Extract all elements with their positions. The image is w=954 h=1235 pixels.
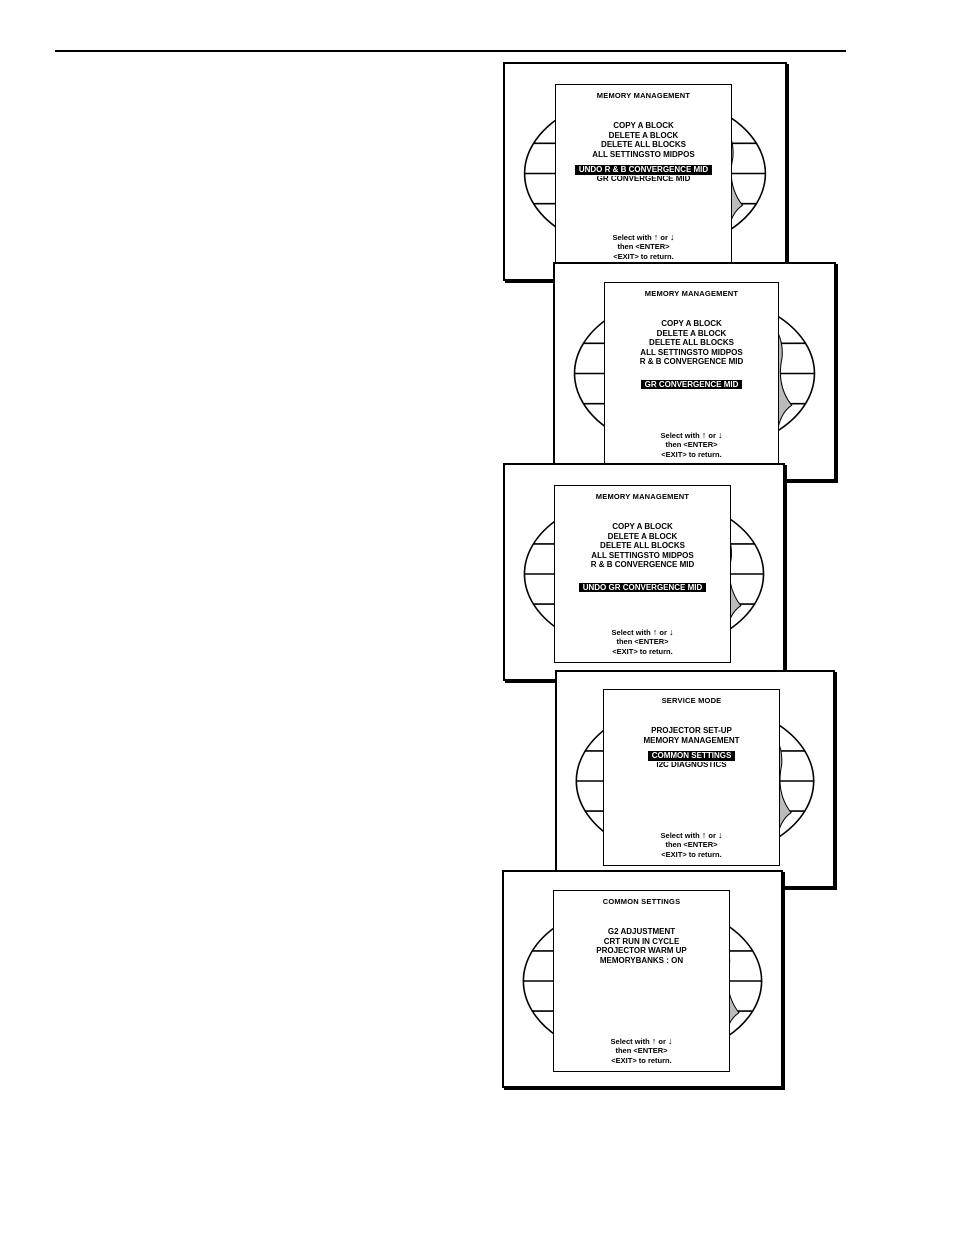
menu-item[interactable]: COPY A BLOCK bbox=[613, 121, 674, 130]
down-arrow-icon: ↓ bbox=[667, 1035, 673, 1046]
menu-item[interactable]: R & B CONVERGENCE MID bbox=[639, 357, 744, 366]
menu-title: MEMORY MANAGEMENT bbox=[596, 91, 691, 100]
menu-title: MEMORY MANAGEMENT bbox=[595, 492, 690, 501]
help-line-exit: <EXIT> to return. bbox=[611, 1055, 672, 1065]
menu-item[interactable]: MEMORY MANAGEMENT bbox=[643, 735, 740, 745]
help-line-select: Select with ↑ or ↓ bbox=[556, 231, 731, 243]
down-arrow-icon: ↓ bbox=[717, 829, 723, 840]
menu-item[interactable]: DELETE ALL BLOCKS bbox=[649, 338, 734, 347]
up-arrow-icon: ↑ bbox=[701, 429, 707, 440]
up-arrow-icon: ↑ bbox=[701, 829, 707, 840]
up-arrow-icon: ↑ bbox=[652, 626, 658, 637]
help-line-enter: then <ENTER> bbox=[665, 840, 718, 849]
help-line-select: Select with ↑ or ↓ bbox=[605, 429, 778, 441]
menu-item[interactable]: PROJECTOR WARM UP bbox=[596, 946, 687, 955]
menu-item[interactable]: R & B CONVERGENCE MID bbox=[590, 560, 695, 569]
down-arrow-icon: ↓ bbox=[717, 429, 723, 440]
menu-title: COMMON SETTINGS bbox=[602, 897, 681, 906]
help-select-label: Select with bbox=[610, 1036, 652, 1046]
menu-item-selected[interactable]: GR CONVERGENCE MID bbox=[640, 379, 743, 389]
menu-item-selected[interactable]: UNDO GR CONVERGENCE MID bbox=[578, 582, 707, 592]
menu-item[interactable]: DELETE ALL BLOCKS bbox=[601, 140, 686, 149]
help-or-label: or bbox=[706, 430, 718, 440]
down-arrow-icon: ↓ bbox=[668, 626, 674, 637]
menu-item-clipped[interactable]: GR CONVERGENCE MID bbox=[596, 176, 691, 181]
help-line-exit: <EXIT> to return. bbox=[612, 646, 673, 656]
help-or-label: or bbox=[658, 232, 670, 242]
help-select-label: Select with bbox=[660, 830, 702, 840]
menu-item[interactable]: ALL SETTINGSTO MIDPOS bbox=[592, 149, 695, 159]
menu-item[interactable]: DELETE A BLOCK bbox=[656, 328, 727, 338]
menu-item[interactable]: COPY A BLOCK bbox=[661, 319, 722, 328]
help-or-label: or bbox=[656, 1036, 668, 1046]
menu-item[interactable]: ALL SETTINGSTO MIDPOS bbox=[640, 347, 743, 357]
menu-item[interactable]: DELETE A BLOCK bbox=[608, 130, 679, 140]
menu-help-text: Select with ↑ or ↓then <ENTER><EXIT> to … bbox=[554, 1035, 729, 1066]
menu-title: SERVICE MODE bbox=[661, 696, 722, 705]
menu-item[interactable]: G2 ADJUSTMENT bbox=[607, 927, 676, 936]
menu-help-text: Select with ↑ or ↓then <ENTER><EXIT> to … bbox=[555, 626, 730, 657]
help-or-label: or bbox=[657, 627, 669, 637]
menu-item[interactable]: ALL SETTINGSTO MIDPOS bbox=[591, 550, 694, 560]
help-line-select: Select with ↑ or ↓ bbox=[554, 1035, 729, 1047]
help-line-enter: then <ENTER> bbox=[665, 440, 718, 449]
menu-item-clipped[interactable]: I2C DIAGNOSTICS bbox=[656, 762, 727, 767]
help-line-select: Select with ↑ or ↓ bbox=[604, 829, 779, 841]
help-or-label: or bbox=[706, 830, 718, 840]
help-line-enter: then <ENTER> bbox=[616, 637, 669, 646]
top-rule bbox=[55, 50, 846, 52]
up-arrow-icon: ↑ bbox=[651, 1035, 657, 1046]
menu-help-text: Select with ↑ or ↓then <ENTER><EXIT> to … bbox=[556, 231, 731, 262]
help-line-enter: then <ENTER> bbox=[615, 1046, 668, 1055]
menu-help-text: Select with ↑ or ↓then <ENTER><EXIT> to … bbox=[605, 429, 778, 460]
help-line-select: Select with ↑ or ↓ bbox=[555, 626, 730, 638]
help-line-exit: <EXIT> to return. bbox=[661, 449, 722, 459]
help-select-label: Select with bbox=[612, 232, 654, 242]
menu-title: MEMORY MANAGEMENT bbox=[644, 289, 739, 298]
menu-item-selected[interactable]: COMMON SETTINGS bbox=[647, 751, 736, 761]
help-line-enter: then <ENTER> bbox=[617, 242, 670, 251]
menu-help-text: Select with ↑ or ↓then <ENTER><EXIT> to … bbox=[604, 829, 779, 860]
up-arrow-icon: ↑ bbox=[653, 231, 659, 242]
menu-item[interactable]: CRT RUN IN CYCLE bbox=[603, 936, 680, 946]
menu-item-selected[interactable]: UNDO R & B CONVERGENCE MID bbox=[574, 165, 713, 175]
down-arrow-icon: ↓ bbox=[669, 231, 675, 242]
menu-item[interactable]: COPY A BLOCK bbox=[612, 522, 673, 531]
help-select-label: Select with bbox=[611, 627, 653, 637]
menu-item[interactable]: MEMORYBANKS : ON bbox=[599, 955, 684, 965]
menu-item[interactable]: DELETE A BLOCK bbox=[607, 531, 678, 541]
help-line-exit: <EXIT> to return. bbox=[661, 849, 722, 859]
menu-item[interactable]: DELETE ALL BLOCKS bbox=[600, 541, 685, 550]
help-line-exit: <EXIT> to return. bbox=[613, 251, 674, 261]
help-select-label: Select with bbox=[660, 430, 702, 440]
menu-item[interactable]: PROJECTOR SET-UP bbox=[651, 726, 732, 735]
